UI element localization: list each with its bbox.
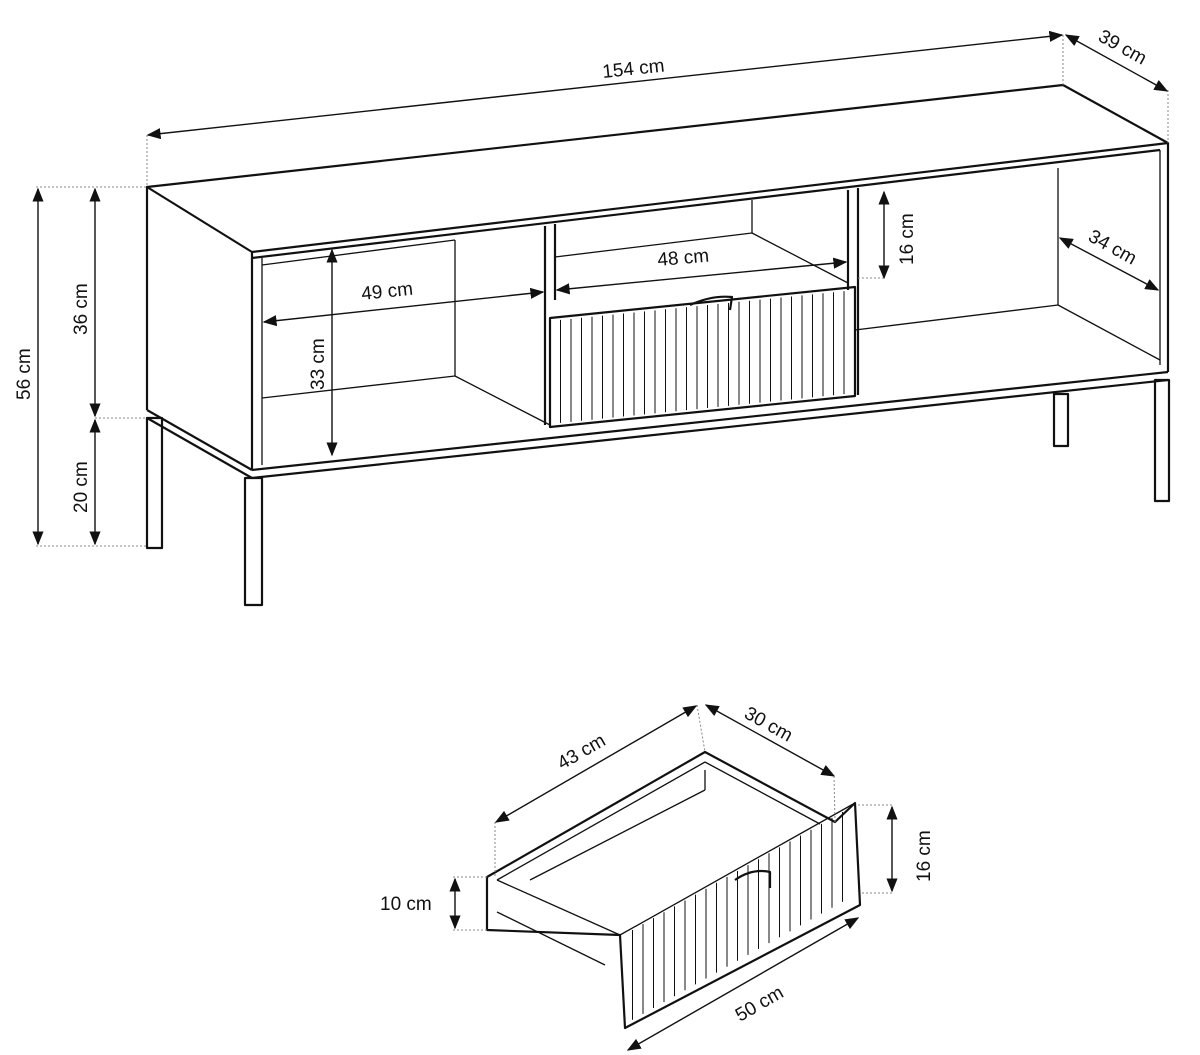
tv-cabinet-drawing (145, 83, 1171, 607)
drawer-handle (689, 295, 734, 311)
cabinet-dimensions (32, 30, 1169, 547)
drawer-dimensions (449, 704, 898, 1051)
drawer-front-height-label: 16 cm (914, 830, 935, 882)
drawer-side-height-label: 10 cm (380, 894, 432, 915)
leg (243, 476, 264, 607)
leg (145, 416, 164, 550)
leg-height-label: 20 cm (71, 461, 92, 513)
middle-height-label: 16 cm (897, 213, 918, 265)
drawer-front-handle (734, 869, 772, 888)
compartment-height-label: 33 cm (308, 338, 329, 390)
compartment-width-label: 49 cm (360, 279, 414, 305)
drawer-width-label: 50 cm (732, 982, 787, 1026)
inner-depth-label: 34 cm (1085, 226, 1140, 269)
leg (1052, 392, 1070, 448)
drawer-drawing (485, 750, 862, 1030)
total-height-label: 56 cm (14, 348, 35, 400)
drawer-ribs (560, 290, 855, 423)
drawer-front-ribs (632, 812, 843, 1020)
middle-width-label: 48 cm (657, 246, 710, 271)
drawer-length-label: 43 cm (554, 730, 609, 774)
body-height-label: 36 cm (71, 283, 92, 335)
cabinet-depth-label: 39 cm (1095, 26, 1150, 69)
leg (1153, 378, 1171, 503)
